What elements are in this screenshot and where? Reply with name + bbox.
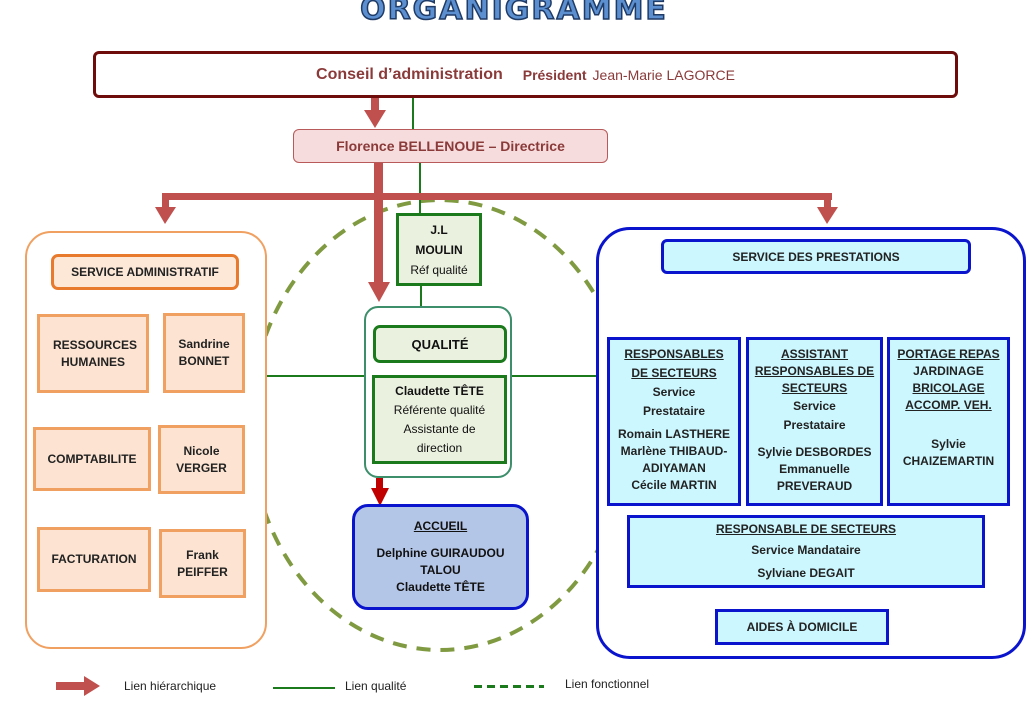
ref-initials: J.L — [430, 222, 448, 237]
hierarchy-arrowhead — [155, 207, 176, 224]
hierarchy-arrowhead — [368, 282, 390, 302]
person-name: Romain LASTHERE — [617, 427, 730, 441]
hierarchy-horizontal-bar — [162, 193, 832, 200]
person-name: Emmanuelle — [779, 462, 850, 476]
box-subtitle: Prestataire — [642, 404, 706, 418]
person-name: PREVERAUD — [776, 479, 853, 493]
director-box: Florence BELLENOUE – Directrice — [293, 129, 608, 163]
home-helpers-box: AIDES À DOMICILE — [715, 609, 889, 645]
quality-title: QUALITÉ — [373, 325, 507, 363]
reception-person: Delphine GUIRAUDOU — [376, 546, 505, 560]
legend-quality-label: Lien qualité — [345, 679, 407, 693]
admin-person-billing: Frank PEIFFER — [159, 529, 246, 598]
legend-quality-line-icon — [273, 687, 335, 689]
admin-person-hr: Sandrine BONNET — [163, 313, 245, 393]
quality-referent-box: J.L MOULIN Réf qualité — [396, 213, 482, 286]
quality-role: Référente qualité — [393, 402, 486, 417]
reception-person: TALOU — [420, 563, 461, 577]
admin-person-accounting: Nicole VERGER — [158, 425, 245, 494]
legend-hierarchy-label: Lien hiérarchique — [124, 679, 217, 693]
person-first-name: Nicole — [183, 443, 220, 458]
quality-person-box: Claudette TÊTE Référente qualité Assista… — [372, 375, 507, 464]
person-first-name: Frank — [186, 547, 219, 562]
person-last-name: VERGER — [176, 460, 227, 475]
ref-role: Réf qualité — [410, 262, 468, 277]
person-name: Sylviane DEGAIT — [757, 566, 855, 580]
person-name: ADIYAMAN — [642, 461, 706, 475]
board-label: Conseil d’administration — [316, 65, 503, 83]
box-subtitle: Service — [793, 399, 836, 413]
admin-dept-accounting: COMPTABILITE — [33, 427, 151, 491]
president-label: Président — [522, 66, 587, 83]
hierarchy-board-to-director — [371, 98, 379, 112]
reception-box: ACCUEIL Delphine GUIRAUDOU TALOU Claudet… — [352, 504, 529, 610]
admin-dept-hr: RESSOURCES HUMAINES — [37, 314, 149, 393]
admin-dept-billing: FACTURATION — [37, 527, 151, 592]
person-name: Cécile MARTIN — [631, 478, 717, 492]
legend-functional-dashed-icon — [474, 685, 544, 688]
box-heading: RESPONSABLES DE — [754, 364, 875, 378]
box-heading: RESPONSABLES — [624, 347, 724, 361]
hierarchy-right-drop — [824, 193, 831, 209]
box-subtitle: Prestataire — [783, 418, 846, 432]
person-last-name: BONNET — [178, 354, 230, 368]
hierarchy-left-drop — [162, 193, 169, 209]
hierarchy-arrowhead — [364, 110, 386, 128]
legend-hierarchy-arrow-icon — [56, 676, 100, 696]
person-last-name: PEIFFER — [177, 564, 228, 579]
quality-role: Assistante de — [403, 421, 476, 436]
dept-label: RESSOURCES HUMAINES — [53, 337, 138, 369]
hierarchy-quality-to-accueil — [376, 478, 383, 490]
reception-person: Claudette TÊTE — [396, 580, 485, 594]
hierarchy-arrowhead — [817, 207, 838, 224]
person-name: CHAIZEMARTIN — [902, 454, 995, 468]
dept-label: FACTURATION — [51, 552, 137, 566]
dept-label: COMPTABILITE — [47, 451, 137, 466]
president-name: Jean-Marie LAGORCE — [592, 66, 735, 83]
hierarchy-director-to-quality — [374, 163, 383, 283]
box-heading: SECTEURS — [781, 381, 848, 395]
box-heading: PORTAGE REPAS — [897, 347, 1000, 361]
box-heading: BRICOLAGE — [912, 381, 985, 395]
quality-person-name: Claudette TÊTE — [395, 383, 484, 398]
admin-service-title: SERVICE ADMINISTRATIF — [51, 254, 239, 290]
board-of-directors-box: Conseil d’administration Président Jean-… — [93, 51, 958, 98]
box-heading: JARDINAGE — [913, 364, 984, 378]
legend-functional-label: Lien fonctionnel — [565, 677, 650, 691]
reception-title: ACCUEIL — [413, 519, 468, 533]
box-heading: DE SECTEURS — [631, 366, 717, 380]
sector-managers-box: RESPONSABLES DE SECTEURS Service Prestat… — [607, 337, 741, 506]
person-name: Sylvie — [931, 437, 966, 451]
mandatary-service-box: RESPONSABLE DE SECTEURS Service Mandatai… — [627, 515, 985, 588]
box-heading: ASSISTANT — [780, 347, 849, 361]
person-name: Marlène THIBAUD- — [620, 444, 728, 458]
box-subtitle: Service Mandataire — [751, 543, 861, 557]
box-heading: ACCOMP. VEH. — [905, 398, 992, 412]
person-first-name: Sandrine — [178, 337, 230, 351]
person-name: Sylvie DESBORDES — [757, 445, 872, 459]
quality-role: direction — [416, 440, 463, 455]
page-title: ORGANIGRAMME — [359, 0, 668, 28]
ref-name: MOULIN — [415, 242, 463, 257]
services-title: SERVICE DES PRESTATIONS — [661, 239, 971, 274]
box-heading: RESPONSABLE DE SECTEURS — [715, 522, 897, 536]
meal-gardening-box: PORTAGE REPAS JARDINAGE BRICOLAGE ACCOMP… — [887, 337, 1010, 506]
box-subtitle: Service — [652, 385, 696, 399]
assistant-sector-managers-box: ASSISTANT RESPONSABLES DE SECTEURS Servi… — [746, 337, 883, 506]
